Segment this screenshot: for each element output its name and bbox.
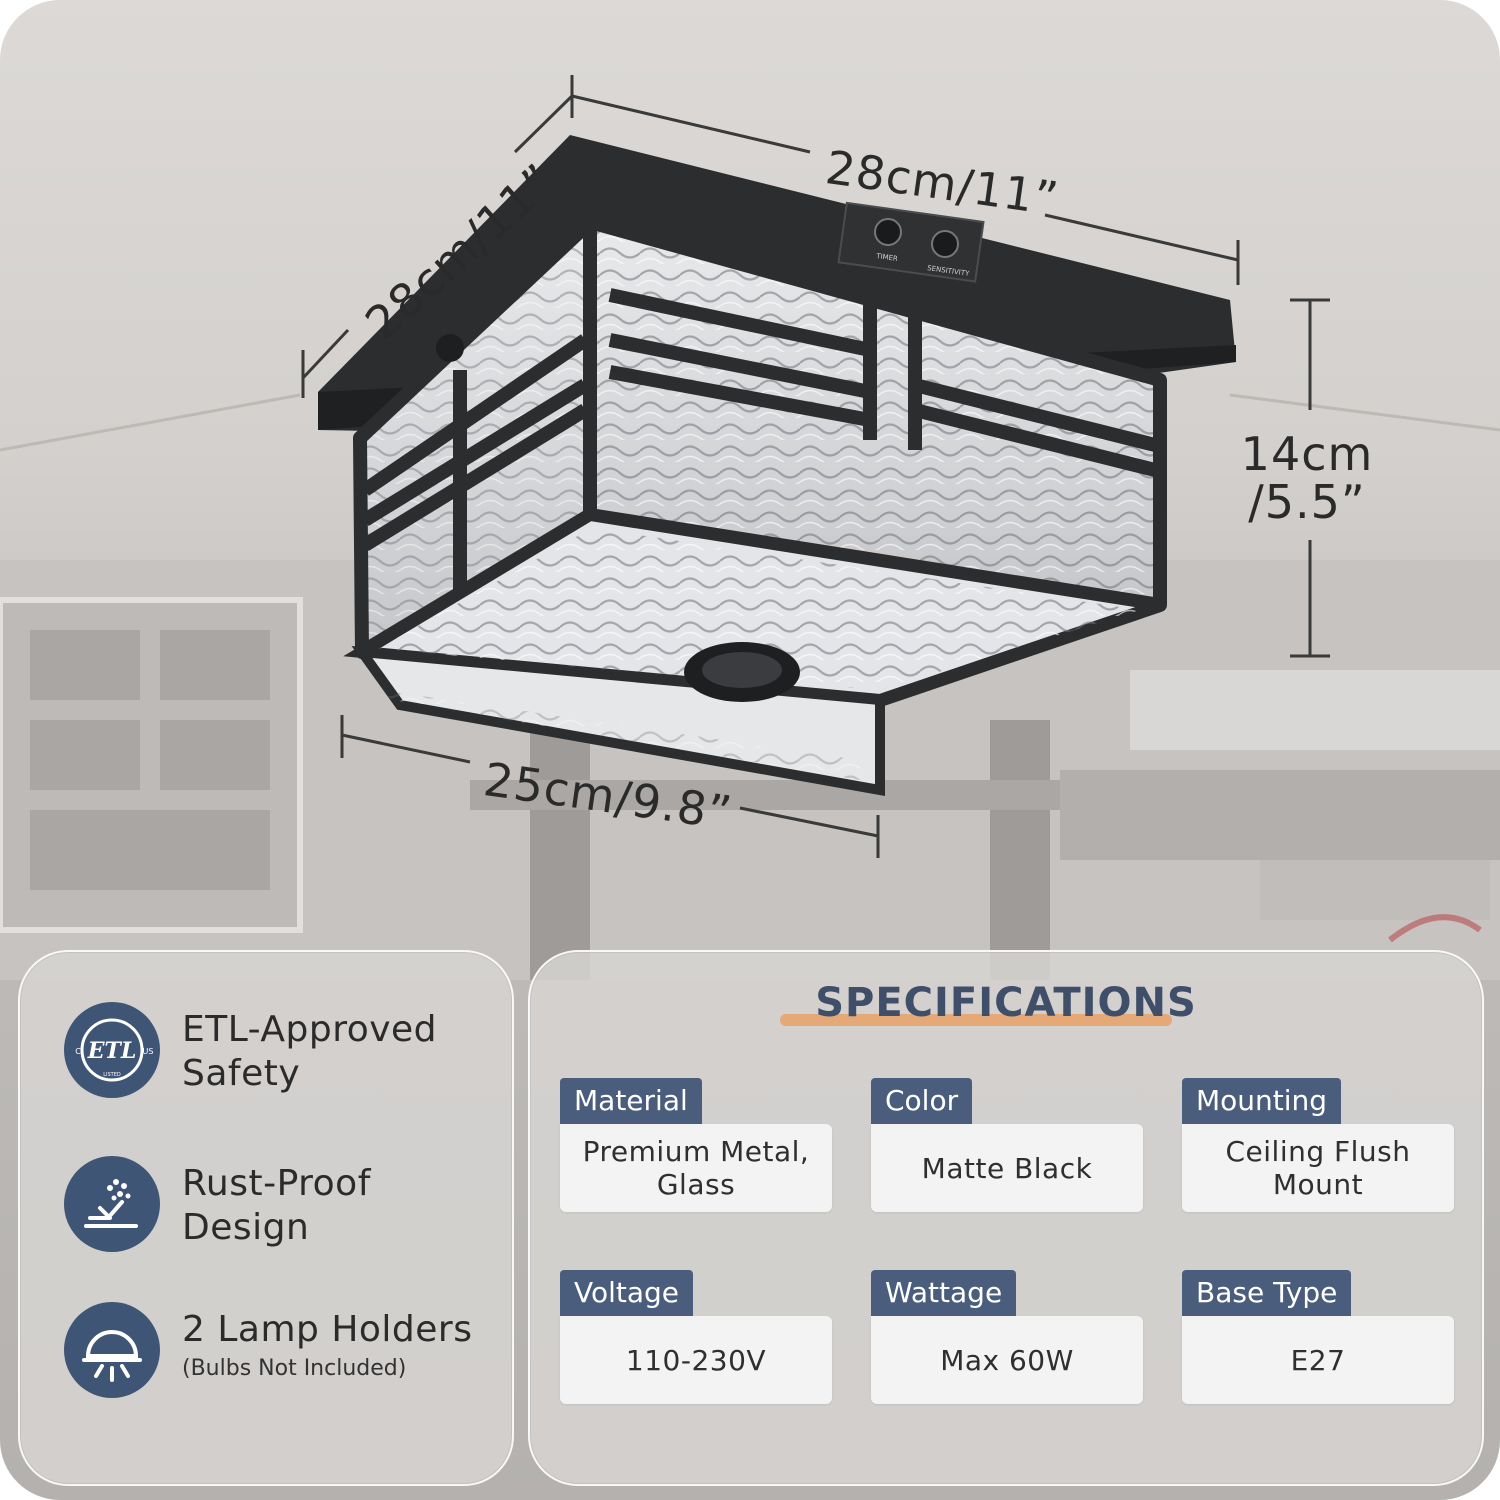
rust-proof-spray-icon: [64, 1156, 160, 1252]
spec-label: Wattage: [871, 1270, 1017, 1316]
spec-material: Material Premium Metal, Glass: [560, 1078, 832, 1214]
svg-text:US: US: [143, 1047, 154, 1056]
background-cabinet: [0, 597, 303, 933]
spec-value: Ceiling Flush Mount: [1182, 1124, 1454, 1212]
feature-etl: ETL C US LISTED ETL-Approved Safety: [64, 1002, 504, 1112]
lamp-icon: [64, 1302, 160, 1398]
ceiling-light-fixture: TIMER SENSITIVITY: [318, 135, 1236, 796]
feature-title: Rust-Proof Design: [182, 1163, 371, 1248]
specifications-panel: SPECIFICATIONS Material Premium Metal, G…: [528, 950, 1484, 1486]
spec-wattage: Wattage Max 60W: [871, 1270, 1143, 1406]
spec-label: Mounting: [1182, 1078, 1342, 1124]
spec-value: 110-230V: [560, 1316, 832, 1404]
dimension-lines: [301, 75, 1330, 858]
spec-value: Matte Black: [871, 1124, 1143, 1212]
svg-text:ETL: ETL: [87, 1038, 137, 1064]
spec-label: Voltage: [560, 1270, 694, 1316]
feature-rust-proof: Rust-Proof Design: [64, 1156, 504, 1266]
spec-color: Color Matte Black: [871, 1078, 1143, 1214]
feature-title: ETL-Approved Safety: [182, 1009, 438, 1094]
specifications-heading: SPECIFICATIONS: [815, 980, 1197, 1026]
spec-voltage: Voltage 110-230V: [560, 1270, 832, 1406]
spec-value: Max 60W: [871, 1316, 1143, 1404]
features-panel: ETL C US LISTED ETL-Approved Safety: [18, 950, 514, 1486]
height-dimension-metric: 14cm: [1240, 427, 1374, 481]
feature-subtitle: (Bulbs Not Included): [182, 1356, 407, 1381]
height-dimension: 14cm /5.5”: [1232, 430, 1382, 526]
spec-value: E27: [1182, 1316, 1454, 1404]
spec-label: Material: [560, 1078, 702, 1124]
svg-text:C: C: [75, 1047, 81, 1056]
etl-listed-icon: ETL C US LISTED: [64, 1002, 160, 1098]
feature-lamp-holders: 2 Lamp Holders (Bulbs Not Included): [64, 1302, 504, 1412]
height-dimension-imperial: /5.5”: [1248, 475, 1366, 529]
svg-text:LISTED: LISTED: [103, 1072, 121, 1078]
spec-label: Base Type: [1182, 1270, 1352, 1316]
spec-value: Premium Metal, Glass: [560, 1124, 832, 1212]
timer-label: TIMER: [875, 252, 899, 263]
feature-title: 2 Lamp Holders: [182, 1309, 473, 1350]
spec-base-type: Base Type E27: [1182, 1270, 1454, 1406]
heading-underline: [780, 1014, 1172, 1026]
spec-mounting: Mounting Ceiling Flush Mount: [1182, 1078, 1454, 1214]
spec-label: Color: [871, 1078, 973, 1124]
